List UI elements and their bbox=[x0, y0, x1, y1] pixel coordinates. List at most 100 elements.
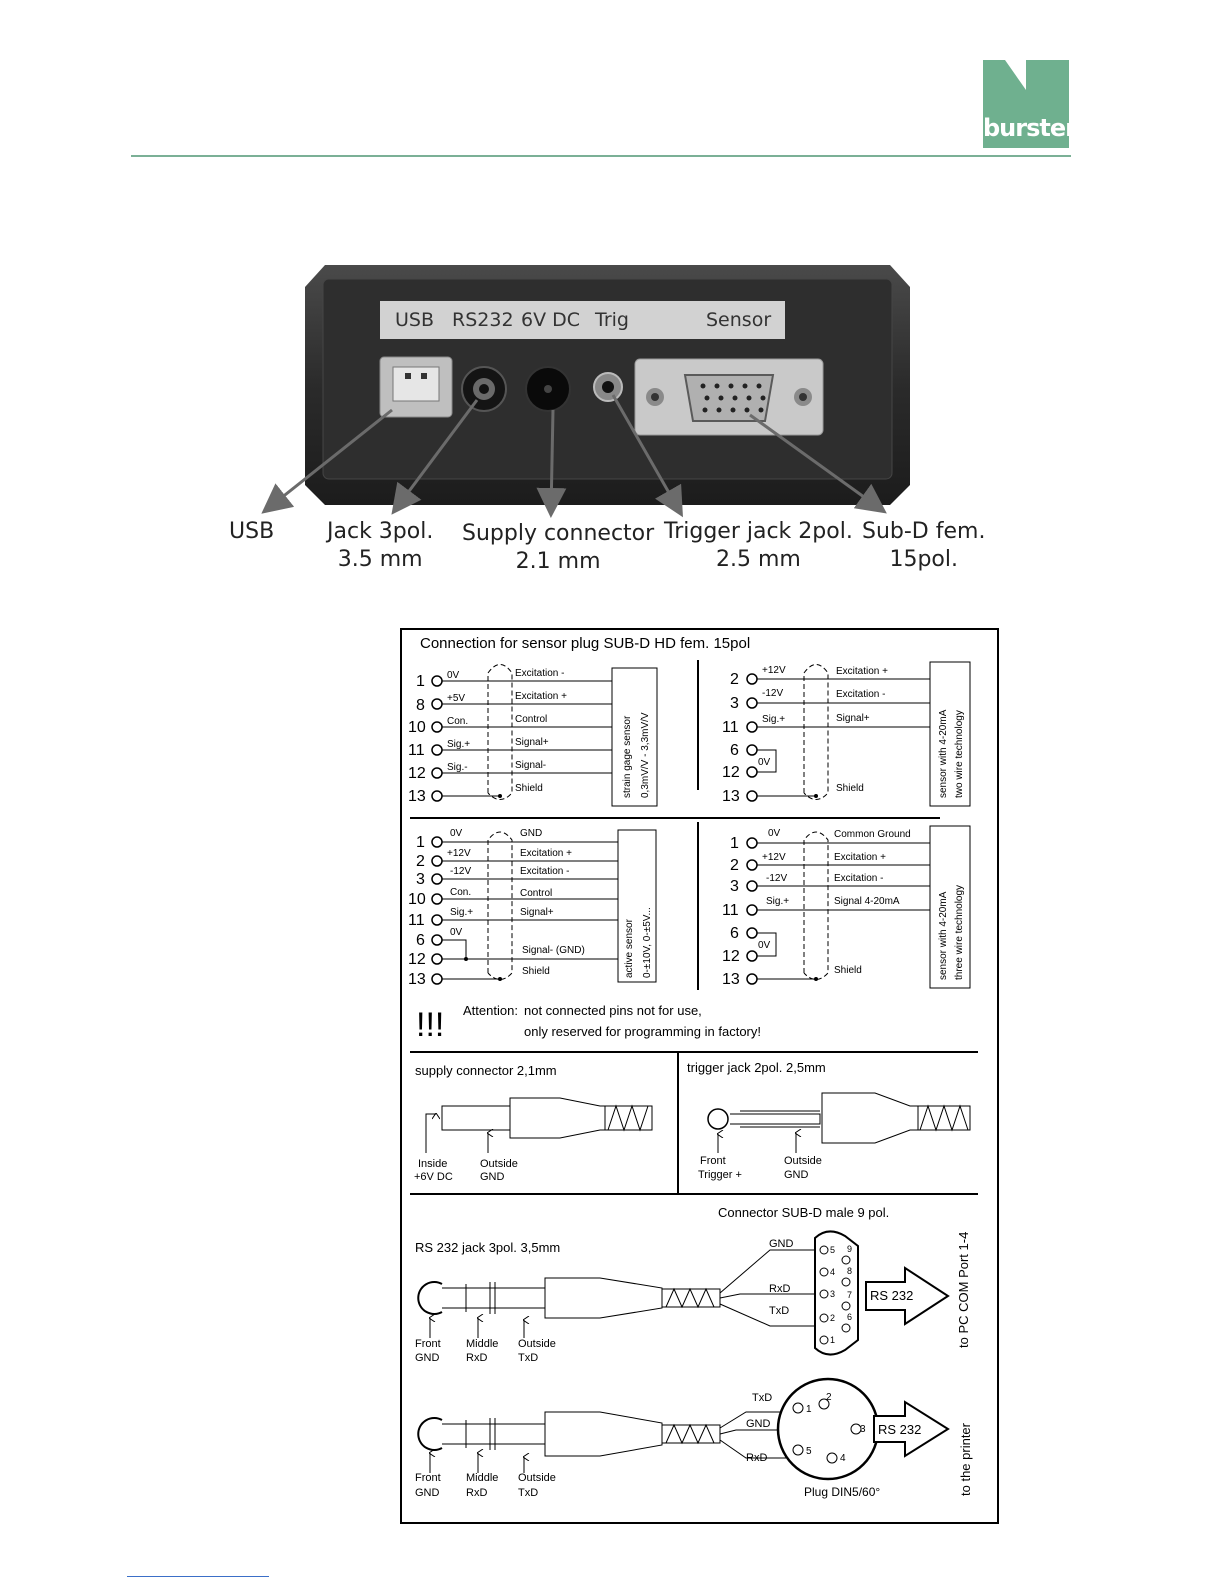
callout-jack-3pol-line2: 3.5 mm bbox=[337, 547, 423, 572]
q1-pin-12: 12 bbox=[408, 765, 426, 782]
q4-pinlabel-4: 0V bbox=[758, 940, 771, 951]
q3-pinlabel-3: Con. bbox=[450, 887, 471, 898]
subd-pin-1: 1 bbox=[830, 1335, 835, 1345]
footer-link-underline bbox=[127, 1576, 269, 1577]
q3-box-line2: 0-±10V, 0-±5V... bbox=[642, 907, 653, 978]
trigger-jack-section: trigger jack 2pol. 2,5mm Front Trigger +… bbox=[687, 1060, 971, 1181]
attention-mark: !!! bbox=[416, 1006, 444, 1044]
subd-pin-2: 2 bbox=[830, 1313, 835, 1323]
printer-wire-gnd: GND bbox=[746, 1418, 771, 1430]
q3-box-line1: active sensor bbox=[624, 918, 635, 978]
callout-trigger-jack: Trigger jack 2pol. 2.5 mm bbox=[664, 518, 853, 574]
q4-pin-11: 11 bbox=[722, 902, 739, 919]
printer-middle-1: Middle bbox=[466, 1472, 498, 1484]
q4-pinlabel-3: Sig.+ bbox=[766, 896, 789, 907]
supply-title: supply connector 2,1mm bbox=[415, 1063, 557, 1078]
q1-signal-0: Excitation - bbox=[515, 668, 564, 679]
callout-usb-line1: USB bbox=[229, 519, 275, 544]
printer-side-label: to the printer bbox=[958, 1422, 973, 1496]
q4-box-line2: three wire technology bbox=[954, 885, 965, 980]
callout-subd-15pol: Sub-D fem. 15pol. bbox=[862, 518, 985, 574]
rs232-front-2: GND bbox=[415, 1352, 440, 1364]
printer-wire-rxd: RxD bbox=[746, 1452, 767, 1464]
trigger-title: trigger jack 2pol. 2,5mm bbox=[687, 1060, 826, 1075]
panel-label-trig: Trig bbox=[594, 309, 629, 331]
callout-subd-line2: 15pol. bbox=[889, 547, 958, 572]
q1-pin-11: 11 bbox=[408, 742, 425, 759]
q1-pinlabel-1: +5V bbox=[447, 693, 465, 704]
q4-pin-13: 13 bbox=[722, 971, 740, 988]
callout-jack-3pol: Jack 3pol. 3.5 mm bbox=[327, 518, 433, 574]
q4-pin-12: 12 bbox=[722, 948, 740, 965]
subd-pin-3: 3 bbox=[830, 1289, 835, 1299]
panel-label-usb: USB bbox=[395, 309, 434, 331]
q1-signal-4: Signal- bbox=[515, 760, 546, 771]
q3-pinlabel-0: 0V bbox=[450, 828, 463, 839]
q2-signal-1: Excitation - bbox=[836, 689, 885, 700]
q3-pin-12: 12 bbox=[408, 951, 426, 968]
trigger-front-2: Trigger + bbox=[698, 1169, 742, 1181]
attention-line1: not connected pins not for use, bbox=[524, 1003, 702, 1018]
q3-signal-3: Control bbox=[520, 888, 552, 899]
rs232-wire-txd: TxD bbox=[769, 1305, 789, 1317]
rs232-side-label: to PC COM Port 1-4 bbox=[956, 1232, 971, 1348]
q1-pinlabel-2: Con. bbox=[447, 716, 468, 727]
rs232-pc-section: Connector SUB-D male 9 pol. RS 232 jack … bbox=[415, 1205, 971, 1364]
din-plug-label: Plug DIN5/60° bbox=[804, 1485, 880, 1499]
q1-pin-10: 10 bbox=[408, 719, 426, 736]
q3-pin-10: 10 bbox=[408, 891, 426, 908]
callout-usb: USB bbox=[229, 518, 274, 546]
din-pin-5: 5 bbox=[806, 1446, 812, 1457]
q3-pin-11: 11 bbox=[408, 912, 425, 929]
q2-signal-3: Shield bbox=[836, 783, 864, 794]
q4-signal-0: Common Ground bbox=[834, 829, 911, 840]
subd-pin-6: 6 bbox=[847, 1312, 852, 1322]
rs232-middle-1: Middle bbox=[466, 1338, 498, 1350]
callout-supply-line2: 2.1 mm bbox=[515, 549, 601, 574]
q4-pin-3: 3 bbox=[730, 878, 739, 895]
q4-signal-2: Excitation - bbox=[834, 873, 883, 884]
supply-connector-section: supply connector 2,1mm Inside +6V DC Out… bbox=[414, 1063, 653, 1183]
subd-pin-5: 5 bbox=[830, 1245, 835, 1255]
subd-pin-4: 4 bbox=[830, 1267, 835, 1277]
q2-pinlabel-3: 0V bbox=[758, 757, 771, 768]
burster-logo: burster bbox=[983, 60, 1077, 148]
q1-signal-5: Shield bbox=[515, 783, 543, 794]
q4-signal-4: Shield bbox=[834, 965, 862, 976]
callout-jack-3pol-line1: Jack 3pol. bbox=[327, 519, 434, 544]
q1-box-line1: strain gage sensor bbox=[622, 715, 633, 798]
device-front-panel-photo: USB RS232 6V DC Trig Sensor bbox=[305, 265, 910, 505]
q3-pinlabel-5: 0V bbox=[450, 927, 463, 938]
q3-pinlabel-4: Sig.+ bbox=[450, 907, 473, 918]
q3-pin-3: 3 bbox=[416, 871, 425, 888]
q1-box-line2: 0,3mV/V - 3,3mV/V bbox=[640, 712, 651, 798]
q4-pinlabel-0: 0V bbox=[768, 828, 781, 839]
q4-pin-2: 2 bbox=[730, 857, 739, 874]
attention-note: !!! Attention: not connected pins not fo… bbox=[416, 1003, 761, 1044]
printer-outside-2: TxD bbox=[518, 1487, 538, 1499]
q2-pinlabel-1: -12V bbox=[762, 688, 783, 699]
rs232-middle-2: RxD bbox=[466, 1352, 487, 1364]
q3-pin-1: 1 bbox=[416, 834, 425, 851]
supply-inside-2: +6V DC bbox=[414, 1171, 453, 1183]
printer-section: TxD GND RxD 1 2 3 5 4 RS 232 Plug DIN5/6… bbox=[415, 1377, 973, 1499]
q3-pin-6: 6 bbox=[416, 932, 425, 949]
q1-pinlabel-3: Sig.+ bbox=[447, 739, 470, 750]
diagram-title: Connection for sensor plug SUB-D HD fem.… bbox=[420, 635, 750, 652]
q3-pinlabel-2: -12V bbox=[450, 866, 471, 877]
panel-label-sensor: Sensor bbox=[706, 309, 771, 331]
printer-front-2: GND bbox=[415, 1487, 440, 1499]
callout-trigger-line2: 2.5 mm bbox=[715, 547, 801, 572]
rs232-wire-gnd: GND bbox=[769, 1238, 794, 1250]
printer-front-1: Front bbox=[415, 1472, 441, 1484]
q4-pin-1: 1 bbox=[730, 835, 739, 852]
logo-text: burster bbox=[983, 114, 1077, 142]
q4-signal-3: Signal 4-20mA bbox=[834, 896, 900, 907]
q1-pin-13: 13 bbox=[408, 788, 426, 805]
callout-supply-line1: Supply connector bbox=[462, 521, 655, 546]
printer-middle-2: RxD bbox=[466, 1487, 487, 1499]
q2-pinlabel-2: Sig.+ bbox=[762, 714, 785, 725]
